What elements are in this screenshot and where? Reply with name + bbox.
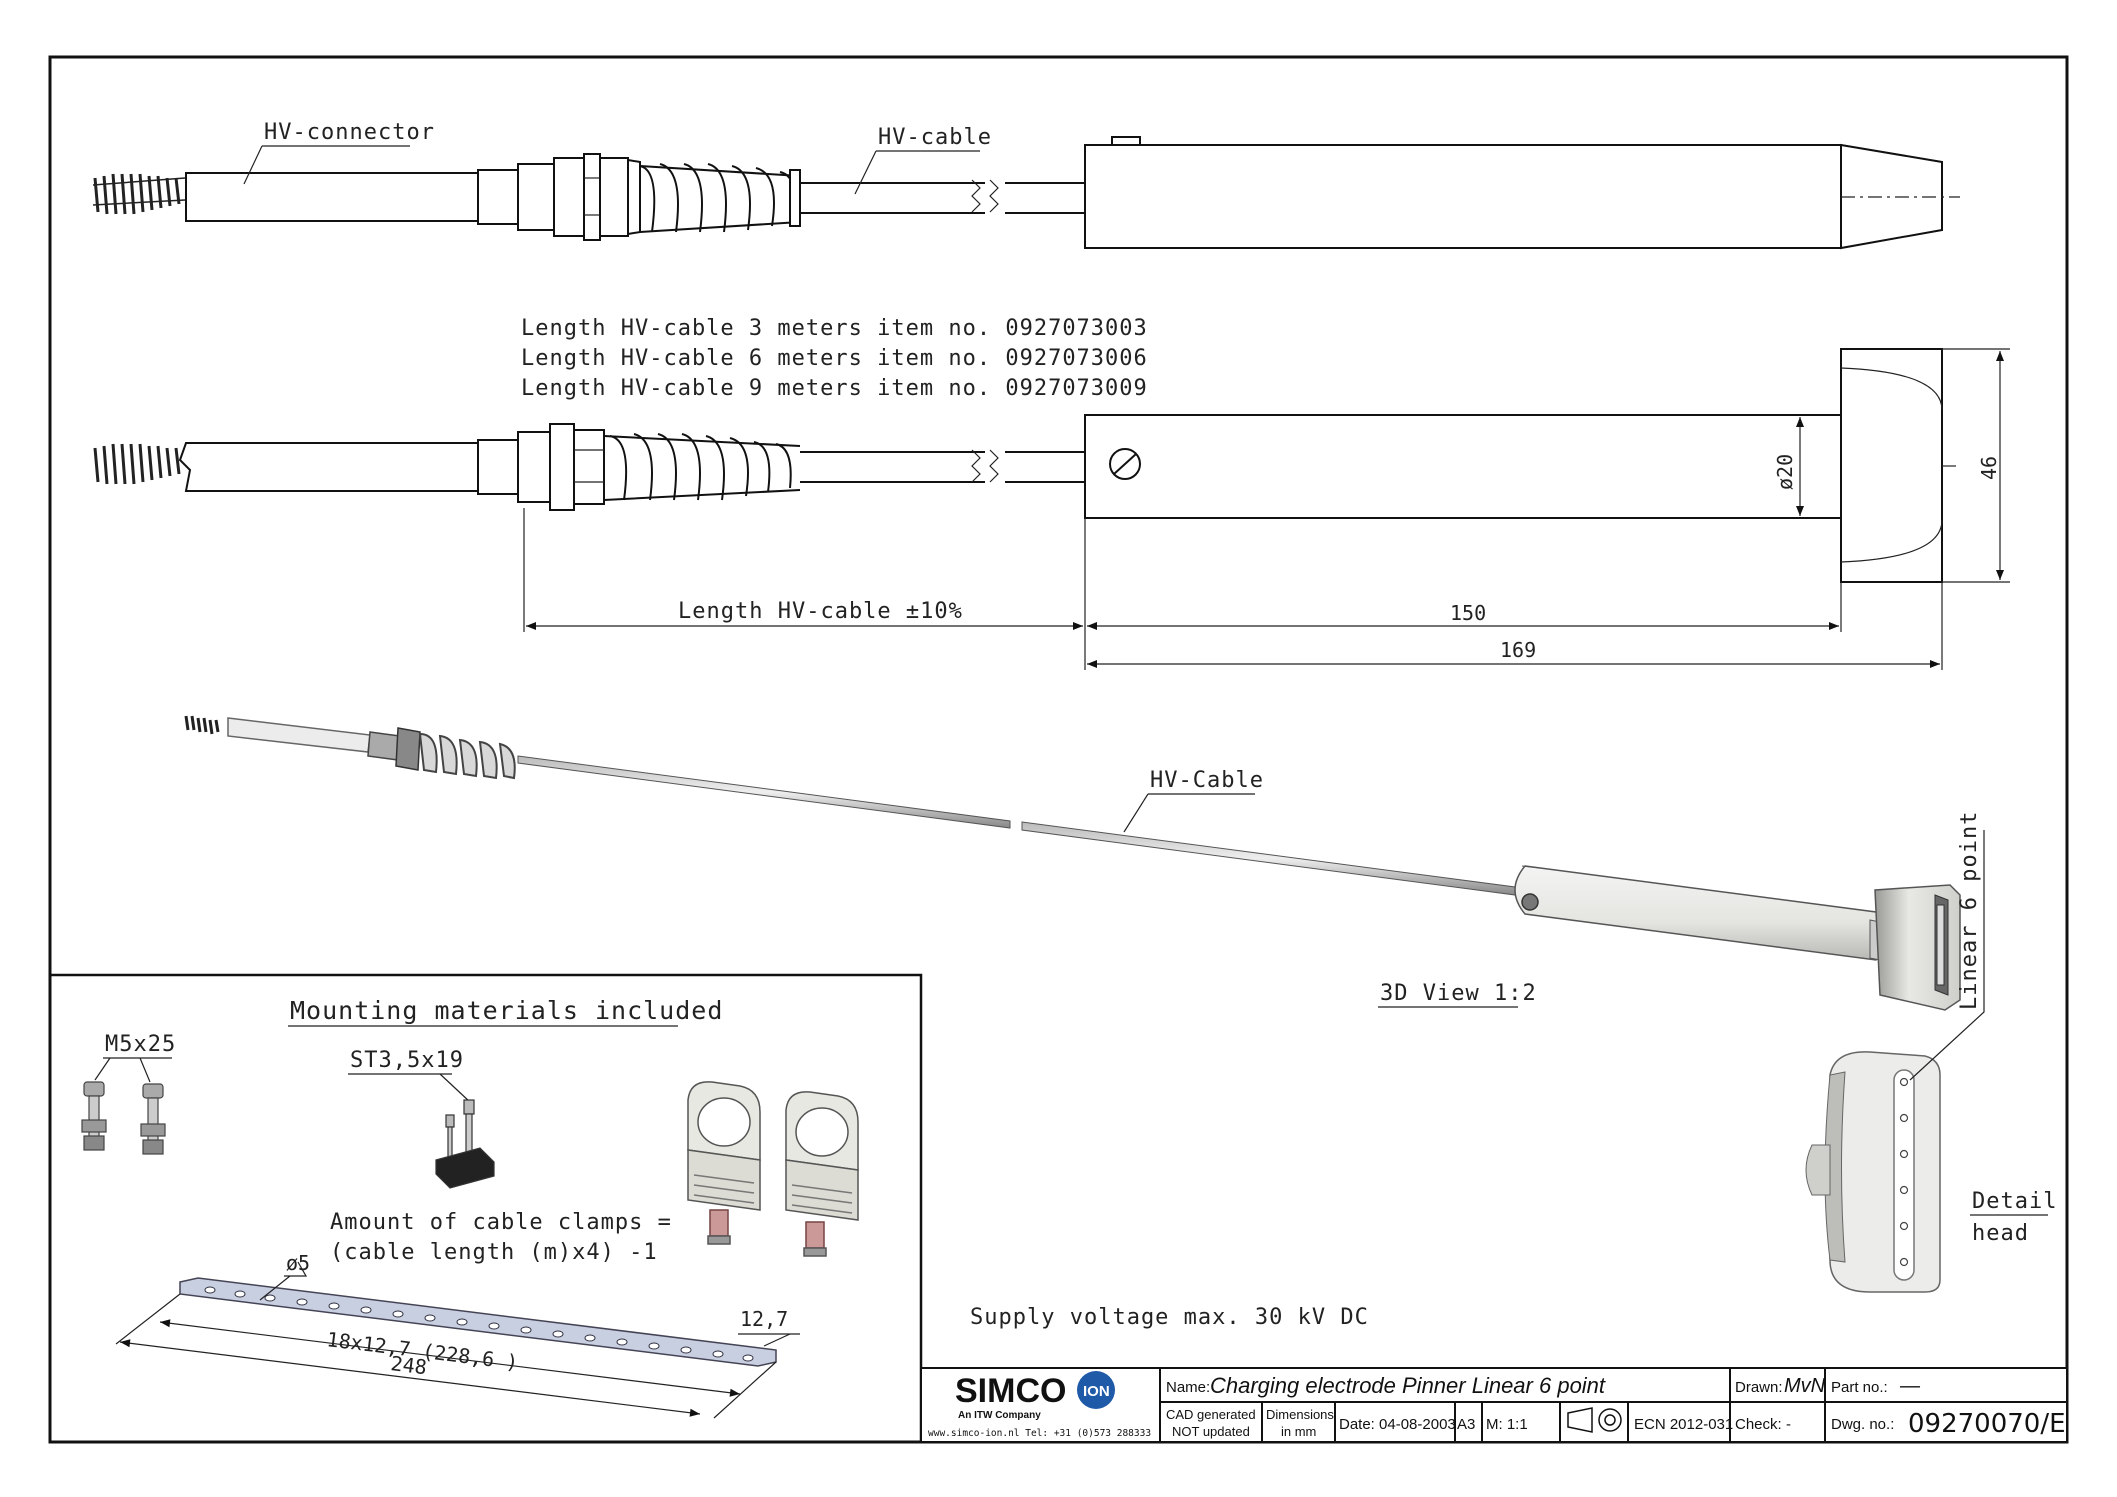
brand-ion-badge — [1077, 1371, 1115, 1409]
cable-length-dimension: Length HV-cable ±10% — [678, 599, 963, 624]
dimensions-note-line1: Dimensions — [1266, 1407, 1334, 1422]
drawing-date: Date: 04-08-2003 — [1339, 1416, 1456, 1433]
hv-cable-3d-label: HV-Cable — [1150, 768, 1264, 793]
check-label: Check: — [1735, 1416, 1782, 1433]
dimension-169: 169 — [1500, 638, 1536, 662]
part-no-value: — — [1899, 1375, 1921, 1397]
brand-logo-text: SIMCO — [955, 1372, 1066, 1410]
detail-head-view — [1805, 1051, 1941, 1293]
linear-6-point-label: Linear 6 point — [1957, 811, 1982, 1010]
part-no-label: Part no.: — [1831, 1379, 1888, 1396]
spring-bottom — [93, 443, 181, 485]
diameter-label: ø20 — [1773, 454, 1797, 490]
view-3d-label: 3D View 1:2 — [1380, 981, 1537, 1006]
drawn-value: MvN — [1784, 1375, 1826, 1397]
bolt-pair-icon — [81, 1081, 166, 1155]
strip-width-label: 12,7 — [740, 1307, 788, 1331]
cad-note-line2: NOT updated — [1172, 1424, 1250, 1439]
hv-cable-top-label: HV-cable — [878, 125, 992, 150]
dimensions-note-line2: in mm — [1281, 1424, 1316, 1439]
detail-head-label-line1: Detail — [1972, 1189, 2057, 1214]
hv-connector-label: HV-connector — [264, 120, 435, 145]
brand-ion-text: ION — [1083, 1383, 1110, 1400]
mounting-materials-box — [48, 973, 923, 1444]
electrode-3d-view — [184, 715, 1961, 1011]
dwg-no-label: Dwg. no.: — [1831, 1416, 1894, 1433]
brand-tagline: An ITW Company — [958, 1410, 1041, 1421]
screw-label: ST3,5x19 — [350, 1048, 464, 1073]
brand-contact: www.simco-ion.nl Tel: +31 (0)573 288333 — [928, 1428, 1151, 1439]
length-3m-item: Length HV-cable 3 meters item no. 092707… — [521, 316, 1148, 341]
strip-length-dimension-line — [119, 1339, 701, 1417]
check-value: - — [1786, 1416, 1791, 1433]
mounting-title: Mounting materials included — [290, 996, 723, 1025]
paper-format: A3 — [1457, 1416, 1475, 1433]
clamps-formula-line2: (cable length (m)x4) -1 — [330, 1240, 658, 1265]
drawing-name: Charging electrode Pinner Linear 6 point — [1210, 1373, 1606, 1398]
screw-anchor-icon — [435, 1099, 495, 1189]
head-height-label: 46 — [1977, 456, 2001, 480]
supply-voltage-note: Supply voltage max. 30 kV DC — [970, 1305, 1369, 1330]
side-view-bottom — [93, 348, 1960, 583]
name-label: Name: — [1166, 1379, 1210, 1396]
detail-head-label-line2: head — [1972, 1221, 2029, 1246]
strip-length-label: 248 — [389, 1351, 428, 1379]
cable-clamp-icons — [687, 1081, 859, 1257]
dwg-no-value: 09270070/E — [1908, 1409, 2066, 1439]
length-6m-item: Length HV-cable 6 meters item no. 092707… — [521, 346, 1148, 371]
spring-3d — [184, 715, 220, 735]
bolt-label: M5x25 — [105, 1032, 176, 1057]
side-view-top — [92, 136, 1960, 250]
spring-top — [92, 173, 186, 215]
length-9m-item: Length HV-cable 9 meters item no. 092707… — [521, 376, 1148, 401]
drawn-label: Drawn: — [1735, 1379, 1783, 1396]
drawing-scale: M: 1:1 — [1486, 1416, 1528, 1433]
clamps-formula-line1: Amount of cable clamps = — [330, 1210, 672, 1235]
cad-note-line1: CAD generated — [1166, 1407, 1256, 1422]
dimension-150: 150 — [1450, 601, 1486, 625]
ecn-number: ECN 2012-031 — [1634, 1416, 1733, 1433]
